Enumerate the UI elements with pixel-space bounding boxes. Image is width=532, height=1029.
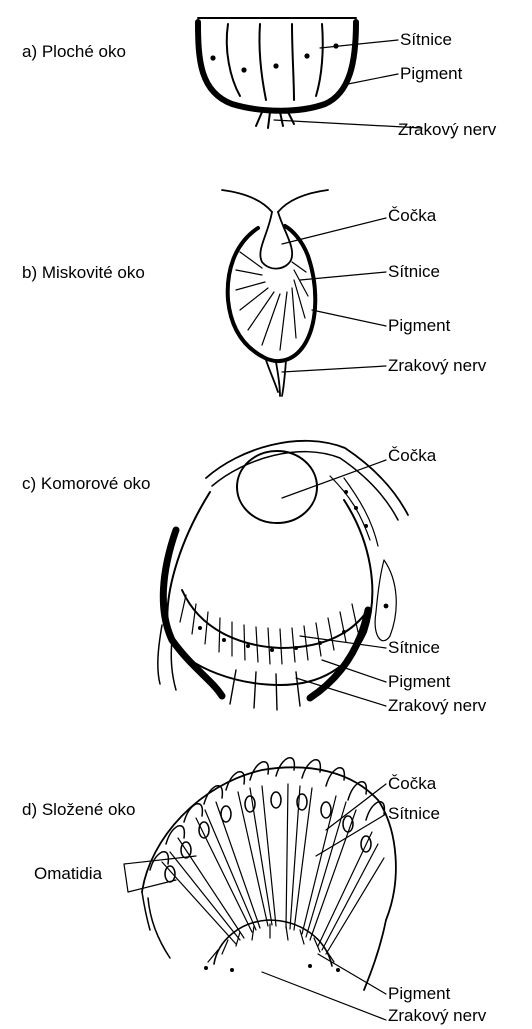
panel-d-label-retina: Sítnice [388, 804, 440, 824]
panel-c-label-lens: Čočka [388, 446, 436, 466]
panel-a-label-retina: Sítnice [400, 30, 452, 50]
chamber-eye-retina-rods [180, 595, 358, 664]
panel-b-label-pigment: Pigment [388, 316, 450, 336]
chamber-eye-nerve [230, 670, 300, 710]
panel-a-label-optic-nerve: Zrakový nerv [398, 120, 496, 140]
cup-eye-drawing [222, 190, 328, 396]
panel-b-label-lens: Čočka [388, 206, 436, 226]
panel-c-title: c) Komorové oko [22, 474, 151, 494]
panel-d-label-optic-nerve: Zrakový nerv [388, 1006, 486, 1026]
panel-b-label-retina: Sítnice [388, 262, 440, 282]
panel-d-label-ommatidia: Omatidia [34, 864, 102, 884]
chamber-eye-drawing [158, 441, 408, 710]
chamber-eye-lens [237, 451, 317, 523]
panel-d-label-pigment: Pigment [388, 984, 450, 1004]
panel-a-label-pigment: Pigment [400, 64, 462, 84]
compound-eye-outline [142, 767, 396, 990]
panel-d-title: d) Složené oko [22, 800, 135, 820]
cup-eye-nerve [266, 360, 286, 396]
panel-c-label-optic-nerve: Zrakový nerv [388, 696, 486, 716]
panel-d-label-lens: Čočka [388, 774, 436, 794]
panel-b-label-optic-nerve: Zrakový nerv [388, 356, 486, 376]
panel-a-title: a) Ploché oko [22, 42, 126, 62]
compound-eye-drawing [142, 758, 396, 990]
cup-eye-pigment-cup [228, 226, 316, 361]
flat-eye-drawing [198, 18, 356, 128]
panel-c-label-pigment: Pigment [388, 672, 450, 692]
compound-eye-facets [150, 758, 384, 870]
compound-eye-ommatidia [162, 784, 384, 954]
leader-lines [124, 40, 422, 1020]
panel-b-title: b) Miskovité oko [22, 263, 145, 283]
panel-c-label-retina: Sítnice [388, 638, 440, 658]
cup-eye-lens [260, 212, 292, 269]
